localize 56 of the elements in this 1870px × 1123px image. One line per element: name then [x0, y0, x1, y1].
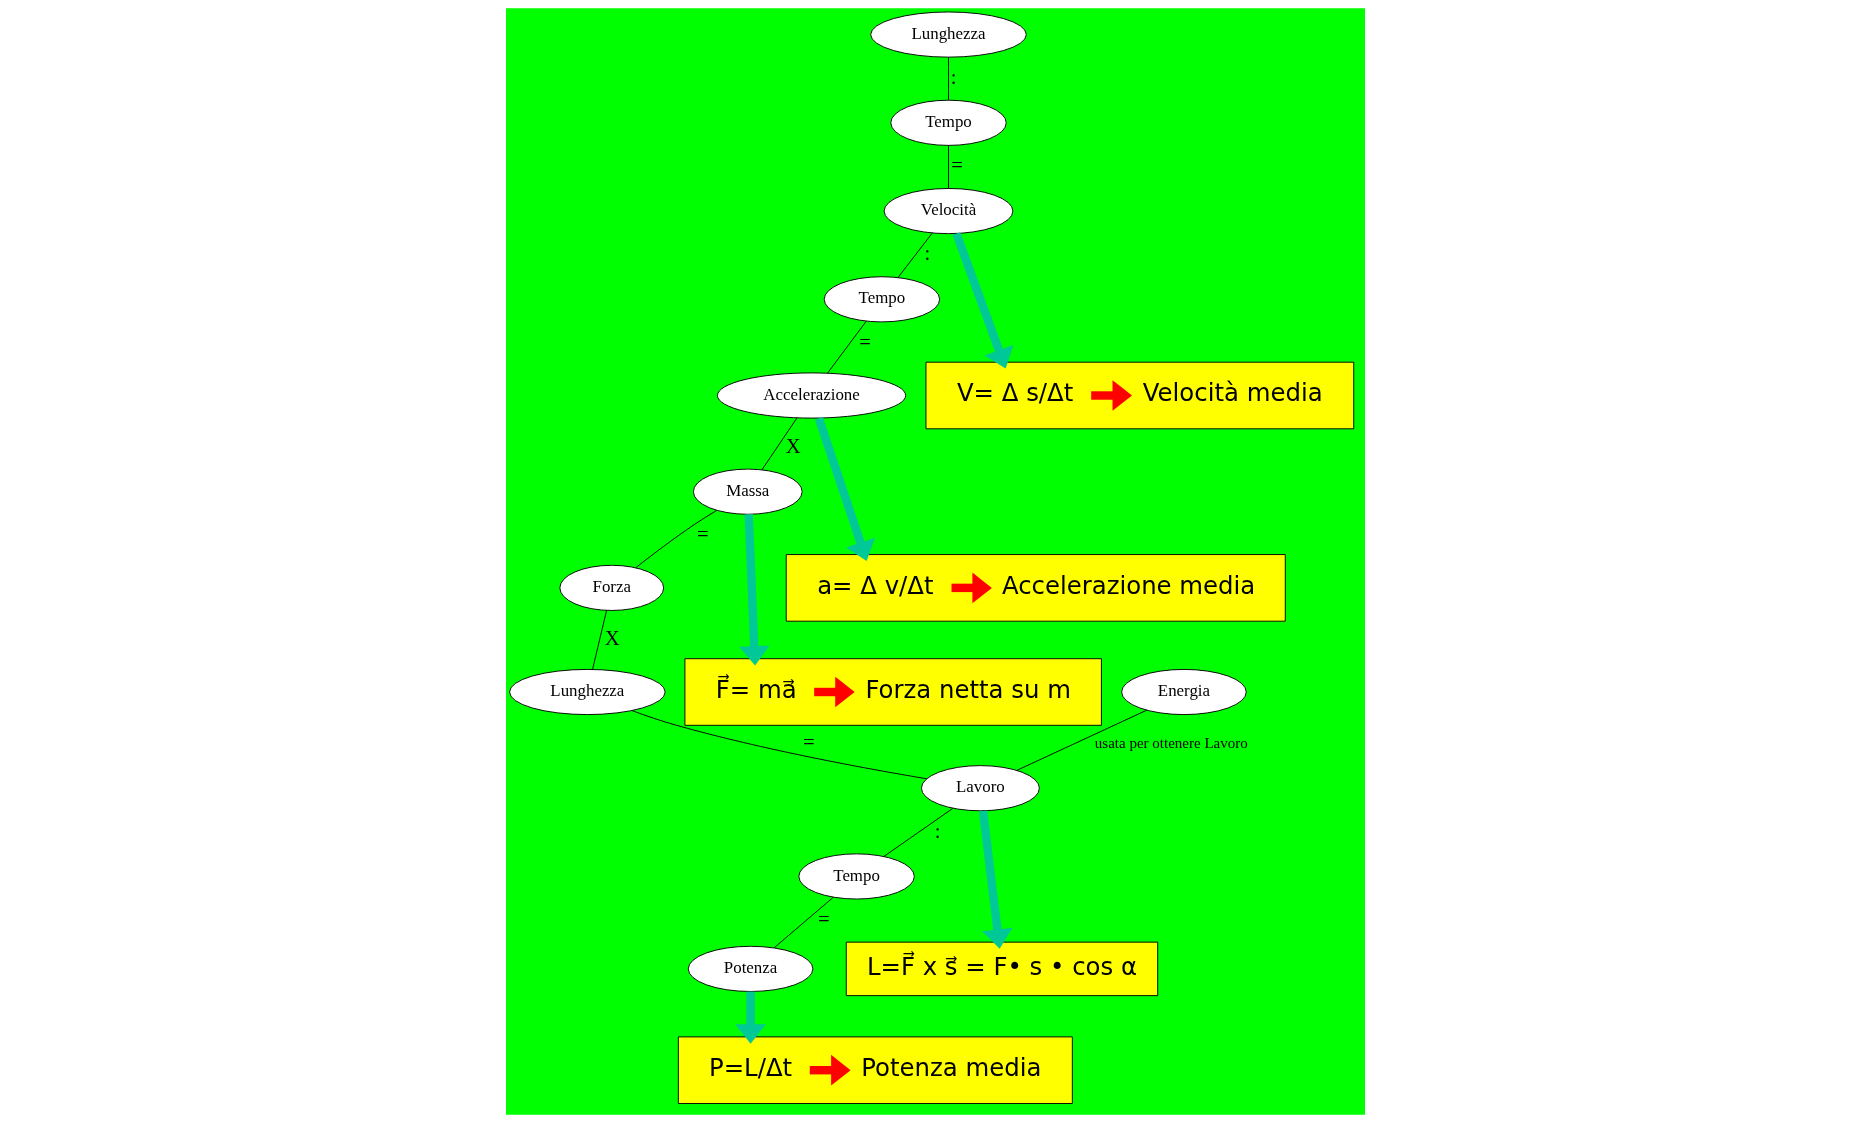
connector	[826, 320, 867, 374]
connector	[947, 145, 949, 189]
arrow	[951, 232, 1013, 369]
node-text: Potenza media	[860, 1053, 1041, 1083]
node-text: Forza netta su m	[864, 674, 1071, 704]
edge-label: X	[785, 434, 801, 457]
arrow	[738, 514, 770, 666]
connector	[947, 56, 949, 101]
arrow	[734, 991, 766, 1044]
arrow	[1090, 380, 1132, 411]
cluster	[683, 658, 1102, 726]
node-ellipse: Accelerazione	[716, 372, 906, 419]
cluster	[677, 1036, 1073, 1104]
node-ellipse: Tempo	[889, 99, 1007, 146]
node-text: Accelerazione media	[1001, 570, 1255, 600]
arrow	[813, 676, 855, 708]
node-ellipse: Tempo	[823, 276, 940, 323]
node-ellipse: Tempo	[797, 853, 915, 900]
edge-label: =	[817, 907, 830, 930]
arrow	[809, 1054, 851, 1086]
node-ellipse: Velocità	[883, 188, 1013, 235]
node-ellipse: Lavoro	[920, 765, 1040, 812]
arrow	[951, 572, 992, 604]
edge-label: X	[604, 627, 620, 650]
connector	[883, 807, 953, 857]
connector	[897, 232, 933, 278]
connector	[630, 710, 927, 780]
node-ellipse: Forza	[558, 564, 664, 611]
edge-label: =	[802, 731, 815, 754]
connector	[773, 896, 834, 949]
node-text: a= Δ v/Δt	[816, 570, 934, 600]
edge-label: =	[696, 523, 709, 546]
edge-label: =	[858, 330, 871, 353]
node-ellipse: Massa	[692, 468, 803, 515]
node-text: Velocità media	[1142, 378, 1323, 408]
node-text: P=L/Δt	[708, 1053, 792, 1083]
cluster	[925, 361, 1354, 430]
node-text: F⃗= ma⃗	[715, 674, 797, 704]
arrow	[978, 810, 1013, 949]
edge-label: :	[950, 65, 957, 88]
connector	[761, 417, 798, 471]
connector	[634, 509, 717, 569]
edge-label: :	[934, 819, 941, 842]
node-box: L=F⃗ x s⃗ = F• s • cos α	[845, 941, 1158, 997]
node-ellipse: Energia	[1120, 668, 1247, 716]
node-ellipse: Lunghezza	[869, 11, 1027, 58]
connector	[591, 610, 607, 670]
edge-label: =	[950, 154, 963, 177]
node-ellipse: Potenza	[687, 945, 813, 992]
edge-label: usata per ottenere Lavoro	[1094, 734, 1248, 751]
connector	[1015, 709, 1147, 771]
node-text: V= Δ s/Δt	[956, 378, 1073, 408]
cluster	[785, 554, 1286, 622]
edge-label: :	[924, 242, 930, 265]
node-ellipse: Lunghezza	[508, 668, 666, 716]
arrow	[814, 416, 875, 562]
